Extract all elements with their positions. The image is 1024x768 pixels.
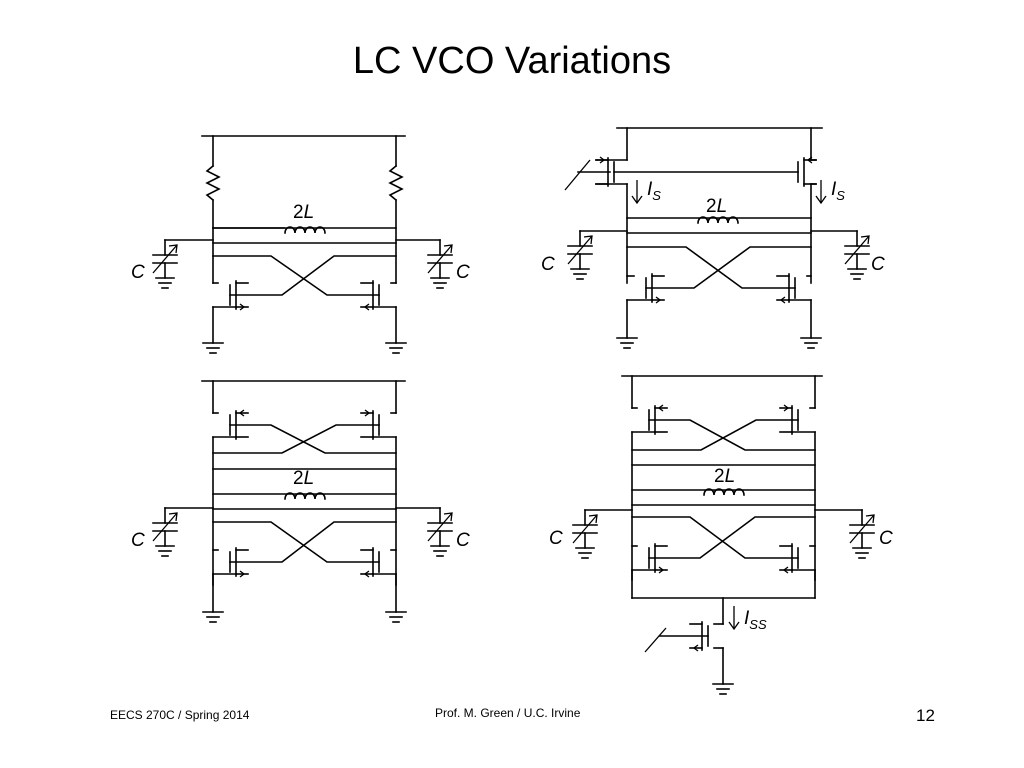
cap-label-3b: C: [456, 530, 470, 551]
current-label-2b: IS: [831, 179, 845, 203]
page-number: 12: [916, 706, 935, 725]
inductor-label-4: 2L: [714, 466, 735, 487]
footer-course: EECS 270C / Spring 2014: [110, 708, 250, 722]
current-label-4: ISS: [744, 608, 767, 632]
varactor-left: [152, 239, 178, 289]
inductor-label-1: 2L: [293, 202, 314, 223]
resistor-right: [388, 164, 404, 202]
circuit-resistor-load: [152, 135, 453, 354]
inductor-label-3: 2L: [293, 468, 314, 489]
slide-title: LC VCO Variations: [352, 40, 672, 82]
cap-label-1a: C: [131, 262, 145, 283]
footer-instructor: Prof. M. Green / U.C. Irvine: [435, 706, 581, 720]
cap-label-2b: C: [871, 254, 885, 275]
circuit-cmos-cross-coupled: [152, 380, 453, 623]
circuit-pmos-current-source: [564, 127, 870, 349]
inductor-label-2: 2L: [706, 196, 727, 217]
cap-label-4a: C: [549, 528, 563, 549]
cap-label-3a: C: [131, 530, 145, 551]
resistor-left: [205, 164, 221, 202]
cap-label-4b: C: [879, 528, 893, 549]
varactor-right: [427, 239, 453, 289]
cap-label-1b: C: [456, 262, 470, 283]
circuit-cmos-tail-source: [572, 375, 875, 695]
cap-label-2a: C: [541, 254, 555, 275]
current-label-2a: IS: [647, 179, 661, 203]
